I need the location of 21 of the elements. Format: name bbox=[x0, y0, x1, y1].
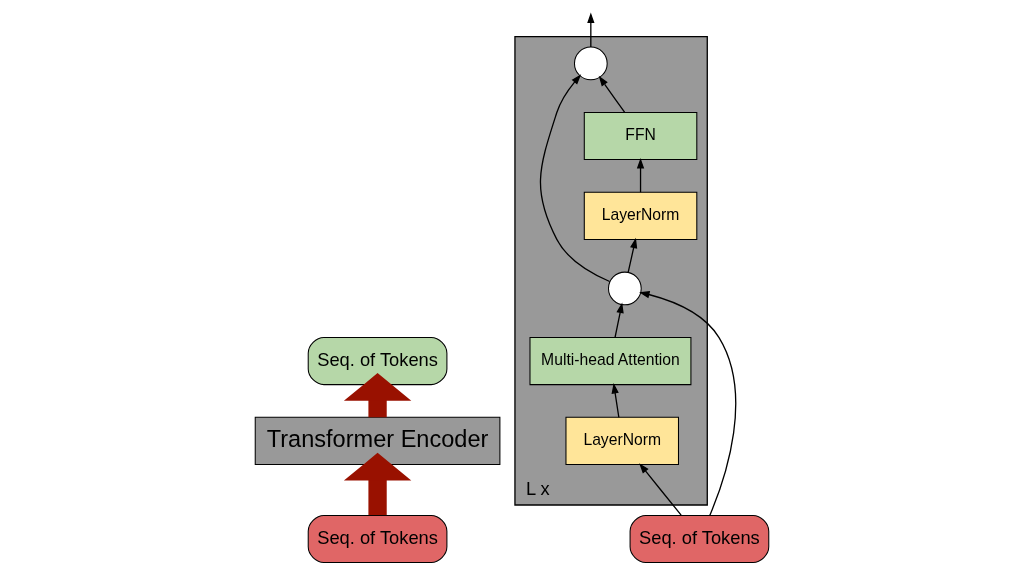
arrow bbox=[627, 237, 638, 273]
arrow bbox=[343, 373, 412, 418]
node-box: LayerNorm bbox=[565, 416, 679, 465]
node-box: Multi-head Attention bbox=[529, 337, 692, 386]
node-box: Seq. of Tokens bbox=[307, 514, 448, 564]
arrow bbox=[639, 463, 682, 516]
node-box: Seq. of Tokens bbox=[307, 337, 448, 386]
arrow bbox=[587, 12, 595, 48]
node-box: Seq. of Tokens bbox=[629, 514, 770, 564]
arrow bbox=[614, 302, 624, 338]
node-box: FFN bbox=[583, 111, 698, 161]
arrow bbox=[343, 452, 412, 516]
node-circle bbox=[573, 46, 608, 81]
arrow bbox=[598, 75, 626, 113]
arrow bbox=[611, 382, 620, 418]
arrow bbox=[639, 291, 737, 516]
node-box: LayerNorm bbox=[583, 191, 698, 240]
arrow bbox=[539, 74, 611, 283]
arrow bbox=[636, 157, 645, 193]
node-box: Transformer Encoder bbox=[254, 416, 501, 465]
node-circle bbox=[607, 271, 642, 306]
